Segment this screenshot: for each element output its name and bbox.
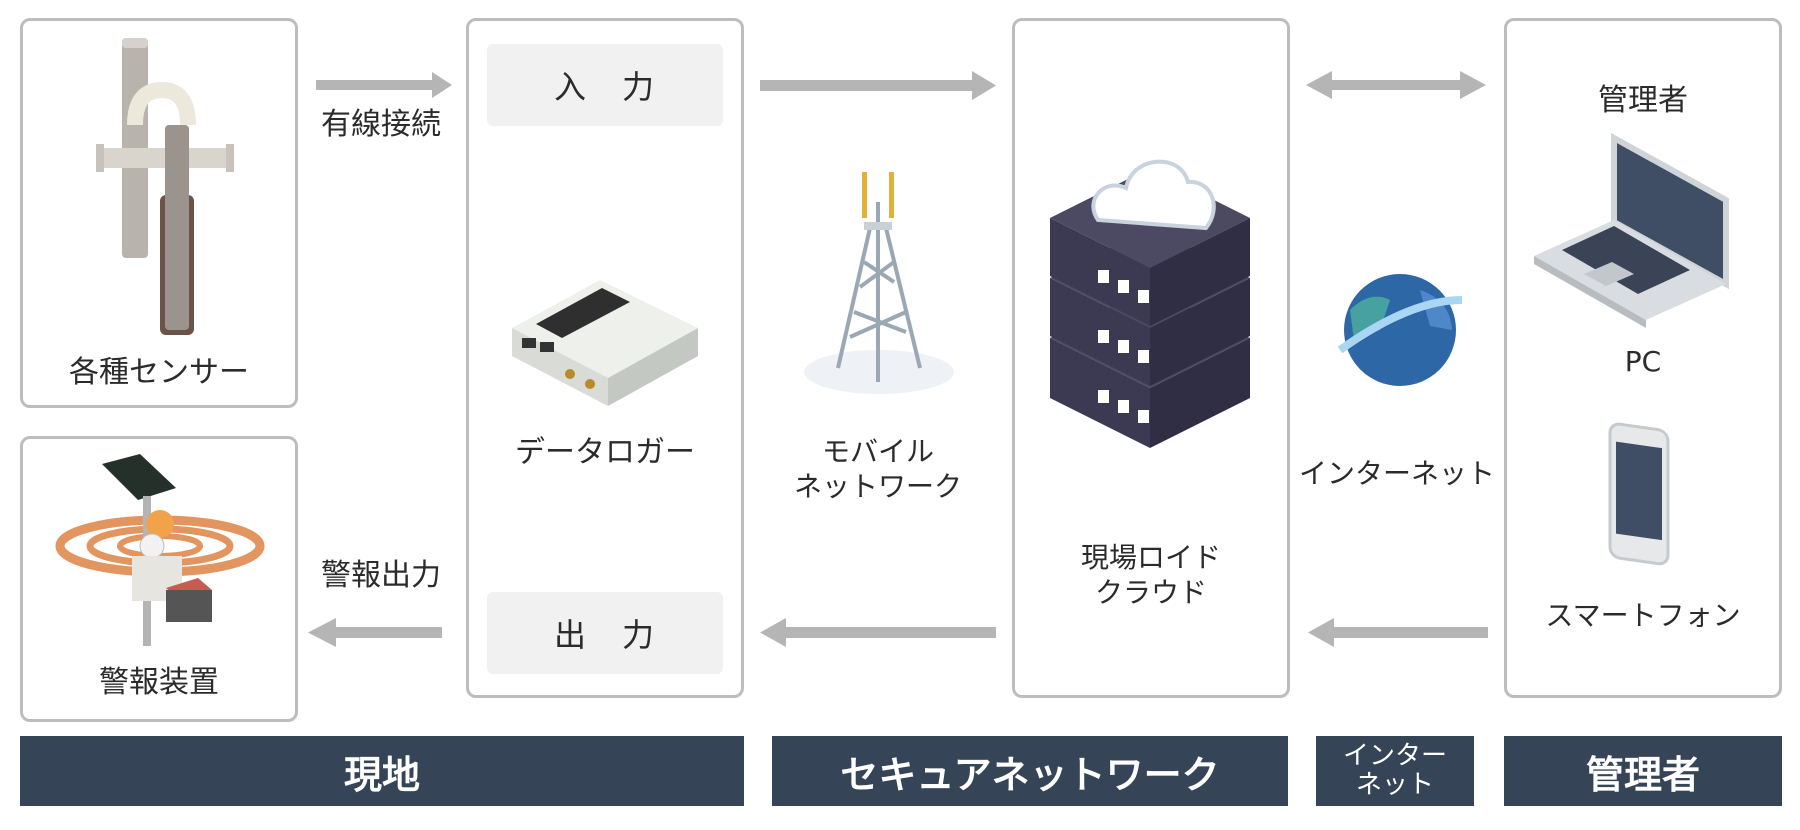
admin-box bbox=[1504, 18, 1782, 698]
alarm-device-icon bbox=[55, 454, 265, 646]
logger-label: データロガー bbox=[515, 435, 695, 470]
alarm-output-label: 警報出力 bbox=[321, 558, 441, 593]
globe-icon bbox=[1337, 274, 1463, 386]
internet-label: インターネット bbox=[1298, 457, 1495, 490]
smartphone-icon bbox=[1608, 422, 1670, 566]
mobile-tower-icon bbox=[804, 172, 954, 394]
logger-input-panel: 入 力 bbox=[487, 44, 723, 126]
cloud-label: 現場ロイド クラウド bbox=[1080, 541, 1221, 609]
footer-admin: 管理者 bbox=[1504, 736, 1782, 806]
logger-output-panel: 出 力 bbox=[487, 592, 723, 674]
pc-label: PC bbox=[1624, 345, 1662, 378]
alarm-output-arrow bbox=[308, 618, 442, 647]
smartphone-label: スマートフォン bbox=[1545, 599, 1741, 632]
wired-label: 有線接続 bbox=[321, 107, 441, 142]
sensors-label: 各種センサー bbox=[69, 355, 249, 390]
alarm-device-label: 警報装置 bbox=[99, 665, 219, 700]
internet-double-arrow bbox=[1306, 71, 1486, 99]
mobile-network-label: モバイル ネットワーク bbox=[793, 435, 962, 503]
cloud-server-icon bbox=[1050, 159, 1250, 448]
footer-internet: インター ネット bbox=[1316, 736, 1474, 806]
laptop-icon bbox=[1534, 132, 1729, 328]
footer-secure-network: セキュアネットワーク bbox=[772, 736, 1288, 806]
download-arrow bbox=[760, 618, 996, 647]
data-logger-icon bbox=[512, 280, 698, 406]
admin-title: 管理者 bbox=[1598, 83, 1688, 118]
upload-arrow bbox=[760, 71, 996, 100]
wired-arrow bbox=[316, 72, 452, 98]
sensor-pipes-icon bbox=[96, 38, 234, 335]
admin-to-cloud-arrow bbox=[1308, 618, 1488, 647]
footer-site: 現地 bbox=[20, 736, 744, 806]
